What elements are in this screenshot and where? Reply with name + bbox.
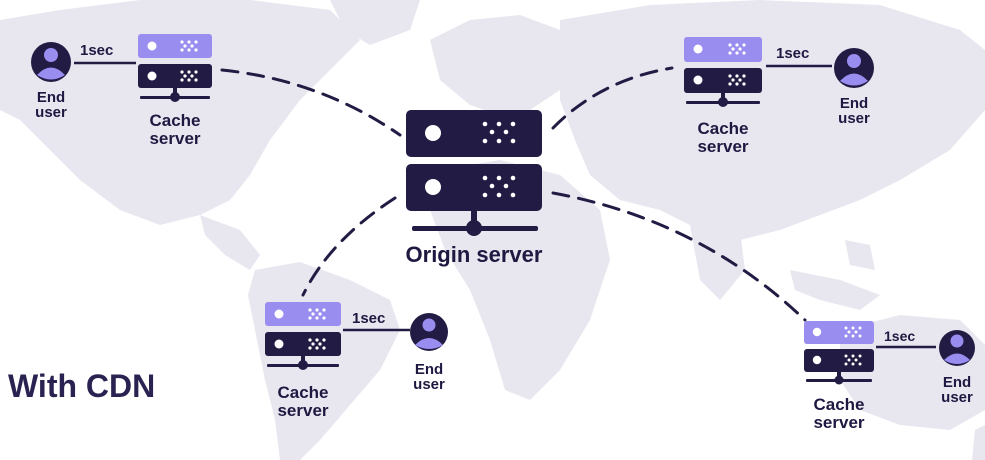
latency-label-sa: 1sec [352, 310, 386, 327]
cache-label-sa: Cache server [258, 384, 348, 420]
enduser-label-sa: End user [394, 362, 464, 392]
user-icon-au [939, 330, 975, 366]
cache-label-line2: server [697, 137, 749, 156]
latency-lines [74, 61, 936, 349]
enduser-label-line1: End [942, 374, 972, 391]
connection-lines [220, 66, 807, 322]
cache-server-icon-au [804, 321, 874, 385]
cache-label-au: Cache server [794, 396, 884, 432]
cache-label-line1: Cache [149, 111, 201, 130]
enduser-label-line2: user [838, 110, 870, 127]
user-icon-asia [834, 48, 874, 88]
link-au [551, 191, 807, 322]
cache-label-line1: Cache [813, 395, 865, 414]
user-icon-na [31, 42, 71, 82]
diagram-caption: With CDN [8, 368, 156, 404]
cache-label-line1: Cache [697, 119, 749, 138]
latency-label-au: 1sec [884, 328, 916, 344]
latency-label-asia: 1sec [776, 45, 810, 62]
cache-label-line2: server [277, 401, 329, 420]
enduser-label-na: End user [16, 90, 86, 120]
enduser-label-line1: End [36, 89, 66, 106]
origin-server-icon [406, 110, 542, 236]
enduser-label-line2: user [35, 104, 67, 121]
cache-server-icon-asia [684, 37, 762, 107]
enduser-label-au: End user [922, 375, 985, 405]
enduser-label-line1: End [839, 95, 869, 112]
link-sa [301, 196, 397, 297]
enduser-label-asia: End user [819, 96, 889, 126]
cache-label-line2: server [149, 129, 201, 148]
enduser-label-line2: user [413, 376, 445, 393]
enduser-label-line2: user [941, 389, 973, 406]
cache-label-line2: server [813, 413, 865, 432]
cache-label-line1: Cache [277, 383, 329, 402]
link-asia [551, 66, 674, 130]
user-icon-sa [410, 313, 448, 351]
enduser-label-line1: End [414, 361, 444, 378]
origin-server-label: Origin server [405, 242, 543, 267]
cache-server-icon-na [138, 34, 212, 102]
cache-label-na: Cache server [130, 112, 220, 148]
latency-label-na: 1sec [80, 42, 114, 59]
cache-server-icon-sa [265, 302, 341, 370]
link-na [220, 68, 402, 137]
cache-label-asia: Cache server [678, 120, 768, 156]
